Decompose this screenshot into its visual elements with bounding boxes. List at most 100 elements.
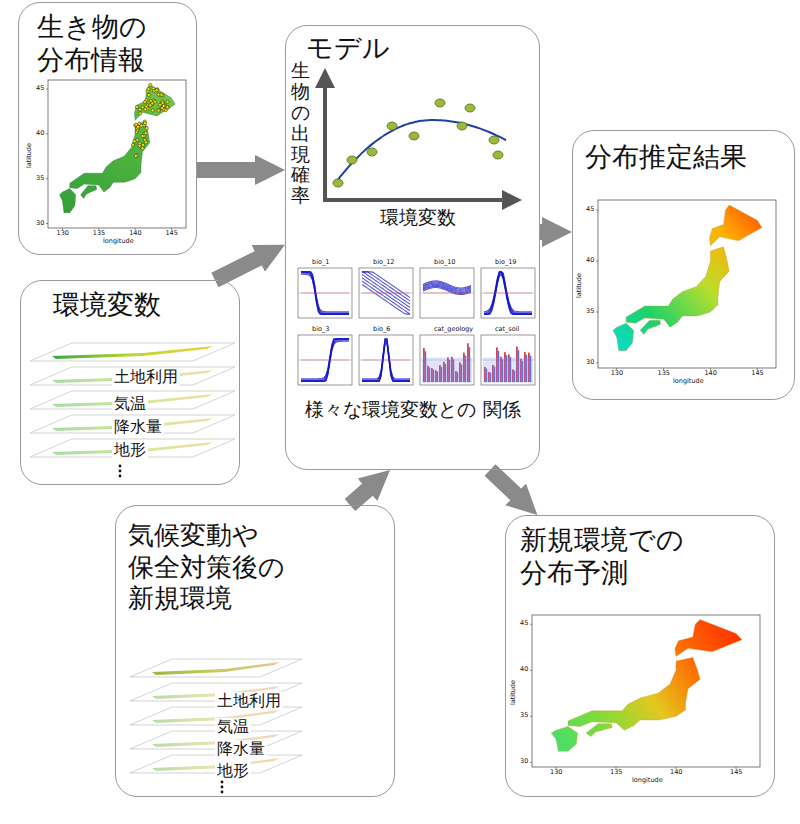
- tick-label: 145: [165, 230, 177, 237]
- plot-title: bio_3: [312, 326, 329, 333]
- ellipsis-dot: [119, 465, 122, 468]
- presence-point: [138, 108, 141, 111]
- presence-point: [145, 127, 148, 130]
- island-shape: [70, 121, 150, 192]
- island-shape: [675, 620, 742, 657]
- japan-map: [530, 615, 760, 769]
- block-arrow: [540, 224, 552, 240]
- plot-title: bio_10: [434, 259, 455, 266]
- map-axis-label: longitude: [632, 777, 663, 784]
- tick-label: 140: [129, 230, 141, 237]
- response-plot: [420, 268, 474, 318]
- map-axis-label: longitude: [103, 238, 134, 245]
- process-box: 分布推定結果: [572, 130, 795, 400]
- response-plot: [298, 335, 352, 385]
- box-title: 環境変数: [53, 289, 223, 322]
- plot-title: bio_1: [312, 259, 329, 266]
- presence-point: [149, 83, 152, 86]
- tick-label: 130: [611, 370, 623, 377]
- map-frame: [532, 615, 760, 767]
- presence-point: [160, 93, 163, 96]
- box-title: 気候変動や 保全対策後の 新規環境: [128, 520, 318, 615]
- box-title: モデル: [306, 32, 506, 65]
- process-box: 新規環境での 分布予測: [505, 515, 775, 797]
- response-plot: [481, 268, 535, 318]
- presence-point: [144, 132, 147, 135]
- process-box: モデル様々な環境変数との 関係: [285, 25, 540, 470]
- presence-point: [151, 109, 154, 112]
- map-frame: [598, 200, 776, 368]
- presence-point: [158, 103, 161, 106]
- response-plot: [359, 268, 413, 318]
- process-box: 生き物の 分布情報: [18, 2, 197, 255]
- presence-point: [156, 88, 159, 91]
- tick-label: 135: [658, 370, 670, 377]
- tick-label: 145: [751, 370, 763, 377]
- japan-map: [46, 80, 186, 230]
- plot-title: bio_12: [373, 259, 394, 266]
- presence-point: [143, 122, 146, 125]
- island-shape: [551, 726, 577, 751]
- map-axis-label: latitude: [510, 680, 517, 705]
- ellipsis-dot: [119, 475, 122, 478]
- process-box: 気候変動や 保全対策後の 新規環境: [115, 505, 395, 797]
- process-box: 環境変数: [20, 280, 240, 485]
- island-shape: [709, 205, 761, 246]
- island-shape: [81, 186, 97, 199]
- tick-label: 45: [36, 85, 44, 92]
- island-shape: [60, 189, 76, 213]
- layer-label: 土地利用: [112, 368, 180, 386]
- response-plot: [481, 335, 535, 385]
- presence-point: [141, 134, 144, 137]
- japan-map: [596, 200, 776, 370]
- ellipsis-dot: [221, 786, 224, 789]
- presence-point: [131, 143, 134, 146]
- map-axis-label: latitude: [576, 273, 583, 298]
- layer-label: 地形: [112, 441, 148, 459]
- layer-label: 土地利用: [215, 692, 283, 710]
- presence-point: [162, 104, 165, 107]
- presence-point: [140, 124, 143, 127]
- box-caption: 様々な環境変数との 関係: [298, 398, 528, 421]
- ellipsis-dot: [221, 781, 224, 784]
- presence-point: [166, 105, 169, 108]
- layer-label: 気温: [215, 718, 251, 736]
- box-title: 分布推定結果: [585, 141, 785, 174]
- ellipsis-dot: [119, 470, 122, 473]
- presence-point: [136, 125, 139, 128]
- presence-point: [144, 141, 147, 144]
- tick-label: 140: [704, 370, 716, 377]
- layer-label: 地形: [215, 762, 251, 780]
- tick-label: 35: [586, 308, 594, 315]
- plot-title: bio_19: [495, 259, 516, 266]
- presence-point: [156, 88, 159, 91]
- presence-point: [134, 154, 137, 157]
- tick-label: 145: [730, 769, 742, 776]
- map-axis-label: longitude: [673, 378, 704, 385]
- response-plot: [359, 335, 413, 385]
- plot-title: cat_soil: [495, 326, 519, 333]
- presence-point: [155, 89, 158, 92]
- tick-label: 135: [93, 230, 105, 237]
- presence-point: [157, 109, 160, 112]
- presence-point: [153, 100, 156, 103]
- presence-point: [144, 108, 147, 111]
- tick-label: 45: [520, 620, 528, 627]
- presence-point: [139, 112, 142, 115]
- island-shape: [568, 657, 700, 730]
- presence-point: [167, 106, 170, 109]
- box-title: 新規環境での 分布予測: [520, 524, 720, 590]
- response-plot: [420, 335, 474, 385]
- layer-label: 降水量: [112, 418, 164, 436]
- plot-title: cat_geology: [434, 326, 473, 333]
- box-title: 生き物の 分布情報: [37, 11, 187, 77]
- island-shape: [586, 724, 612, 737]
- presence-point: [157, 108, 160, 111]
- island-shape: [613, 323, 634, 350]
- tick-label: 35: [520, 712, 528, 719]
- presence-point: [138, 144, 141, 147]
- tick-label: 30: [520, 758, 528, 765]
- presence-point: [149, 104, 152, 107]
- tick-label: 40: [520, 666, 528, 673]
